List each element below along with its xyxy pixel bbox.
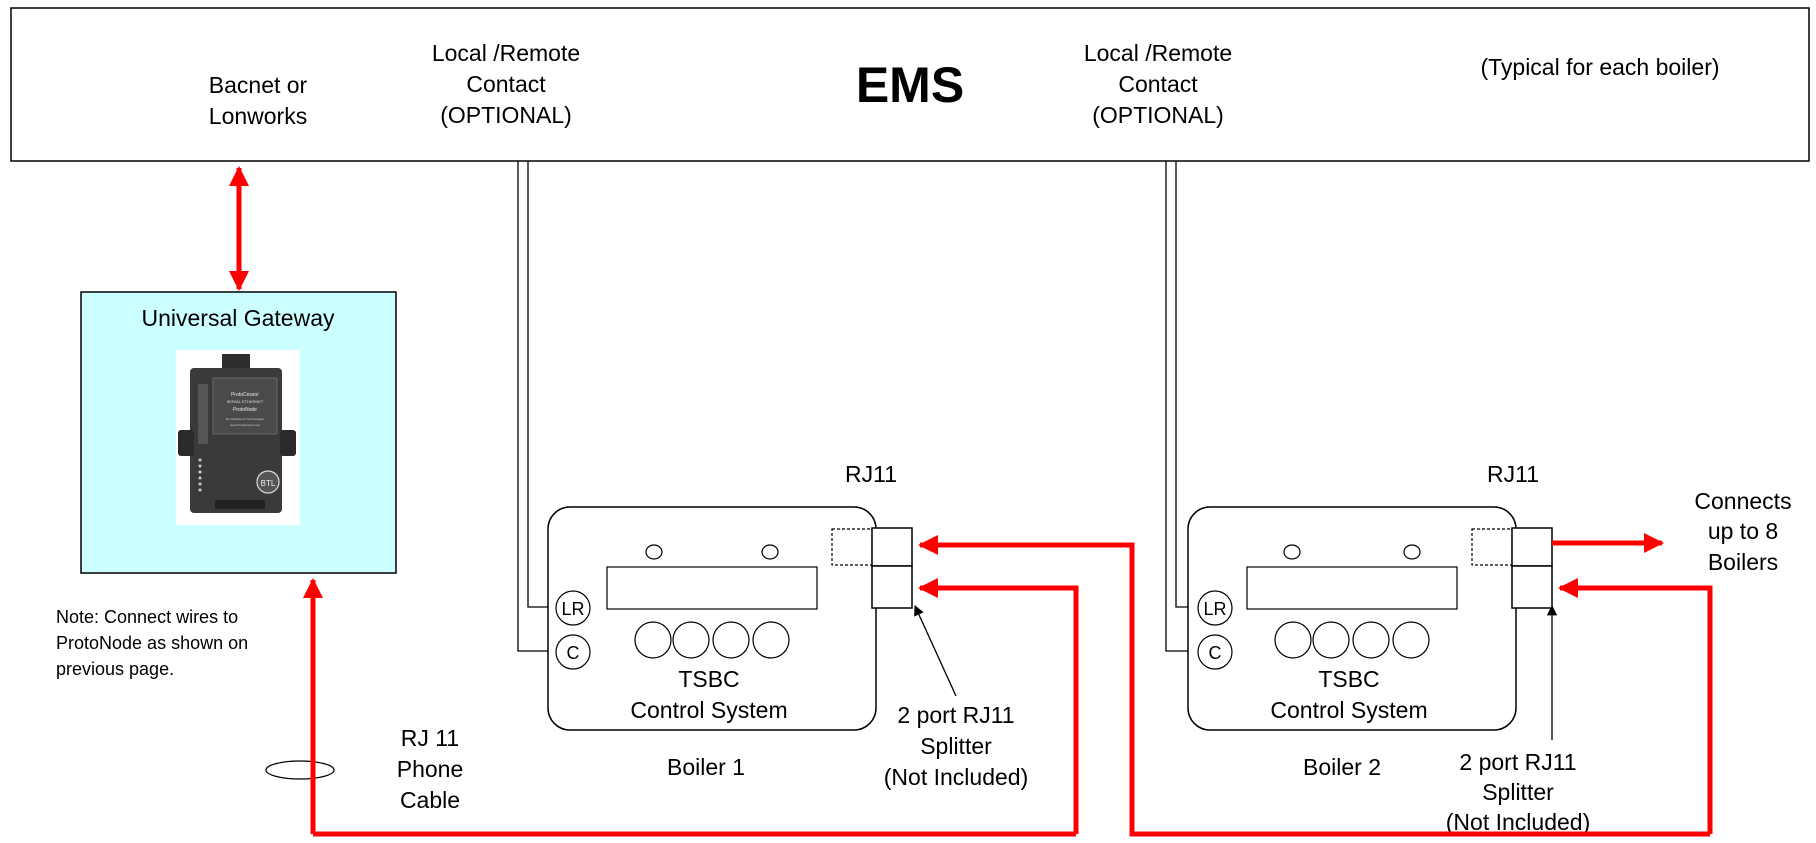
boiler1-tsbc-label: TSBC <box>678 666 739 692</box>
contact1-label-line2: Contact <box>466 71 546 97</box>
boiler2-splitter-line3: (Not Included) <box>1446 809 1590 835</box>
boiler2-display-screen <box>1246 566 1458 610</box>
boiler2-c-wire <box>1165 161 1197 652</box>
boiler1-button-2 <box>672 621 710 659</box>
boiler1-name: Boiler 1 <box>667 754 745 780</box>
note-line2: ProtoNode as shown on <box>56 633 248 653</box>
boiler2-splitter-line2: Splitter <box>1482 779 1554 805</box>
boiler2-lr-label: LR <box>1203 599 1226 619</box>
device-label-4: By FieldServer Technologies <box>226 417 264 421</box>
boiler1-splitter-pointer <box>914 605 957 697</box>
contact1-label-line3: (OPTIONAL) <box>440 102 572 128</box>
connects-line3: Boilers <box>1708 549 1778 575</box>
boiler2-c-terminal <box>1197 634 1233 670</box>
boiler2-control-label: Control System <box>1270 697 1427 723</box>
cable-label-line1: RJ 11 <box>401 725 459 751</box>
cable-gateway-to-boiler1 <box>918 578 1079 834</box>
boiler2-button-4 <box>1392 621 1430 659</box>
boiler1-display-screen <box>606 566 818 610</box>
cable-label-line2: Phone <box>397 756 464 782</box>
connects-line2: up to 8 <box>1708 518 1778 544</box>
cable-label-line3: Cable <box>400 787 460 813</box>
boiler1-button-4 <box>752 621 790 659</box>
device-label-2: SERIAL ETHERNET <box>227 399 264 404</box>
boiler2-c-label: C <box>1209 643 1222 663</box>
boiler1-lr-terminal <box>555 590 591 626</box>
boiler2-button-3 <box>1352 621 1390 659</box>
boiler1-control-panel <box>547 506 877 731</box>
gateway-title: Universal Gateway <box>141 305 335 331</box>
boiler2-button-1 <box>1274 621 1312 659</box>
boiler1-button-1 <box>634 621 672 659</box>
ems-title: EMS <box>856 57 964 113</box>
boiler2-splitter-line1: 2 port RJ11 <box>1459 749 1576 775</box>
boiler2-name: Boiler 2 <box>1303 754 1381 780</box>
boiler1-splitter-line2: Splitter <box>920 733 992 759</box>
boiler1-rj11-label: RJ11 <box>845 461 897 487</box>
boiler1-indicator-led-left <box>645 544 663 560</box>
boiler1-splitter-port-top <box>871 527 913 567</box>
device-label-3: ProtoNode <box>233 407 257 413</box>
boiler2-splitter-port-top <box>1511 527 1553 567</box>
cable-marker-ellipse <box>265 760 335 780</box>
note-line3: previous page. <box>56 659 174 679</box>
boiler1-splitter-line3: (Not Included) <box>884 764 1028 790</box>
typical-label: (Typical for each boiler) <box>1480 54 1719 80</box>
boiler1-button-3 <box>712 621 750 659</box>
boiler1-c-label: C <box>567 643 580 663</box>
cable-boiler2-to-boiler1 <box>918 535 1710 837</box>
contact2-label-line3: (OPTIONAL) <box>1092 102 1224 128</box>
boiler2-rj11-label: RJ11 <box>1487 461 1539 487</box>
bacnet-label-line1: Bacnet or <box>209 72 308 98</box>
contact1-label-line1: Local /Remote <box>432 40 580 66</box>
note-line1: Note: Connect wires to <box>56 607 238 627</box>
boiler2-indicator-led-left <box>1283 544 1301 560</box>
boiler2-splitter-port-bottom <box>1511 565 1553 609</box>
boiler2-button-2 <box>1312 621 1350 659</box>
boiler1-splitter-port-bottom <box>871 565 913 609</box>
boiler2-tsbc-label: TSBC <box>1318 666 1379 692</box>
contact2-label-line1: Local /Remote <box>1084 40 1232 66</box>
boiler1-indicator-led-right <box>761 544 779 560</box>
protonode-device-image: ProtoCessor SERIAL ETHERNET ProtoNode By… <box>176 350 300 525</box>
boiler1-lr-wire <box>527 161 552 608</box>
contact2-label-line2: Contact <box>1118 71 1198 97</box>
boiler1-control-label: Control System <box>630 697 787 723</box>
boiler2-lr-terminal <box>1197 590 1233 626</box>
boiler2-control-panel <box>1187 506 1517 731</box>
boiler1-c-terminal <box>555 634 591 670</box>
cable-boiler1-to-boiler2 <box>1558 578 1713 834</box>
boiler1-splitter-line1: 2 port RJ11 <box>897 702 1014 728</box>
device-label-5: www.ProtoCessor.com <box>230 423 261 427</box>
device-label-1: ProtoCessor <box>231 392 259 398</box>
boiler2-indicator-led-right <box>1403 544 1421 560</box>
ems-box <box>10 7 1810 162</box>
btl-logo-label: BTL <box>261 479 276 488</box>
connects-line1: Connects <box>1694 488 1791 514</box>
boiler1-c-wire <box>517 161 552 652</box>
bacnet-label-line2: Lonworks <box>209 103 307 129</box>
boiler1-lr-label: LR <box>561 599 584 619</box>
